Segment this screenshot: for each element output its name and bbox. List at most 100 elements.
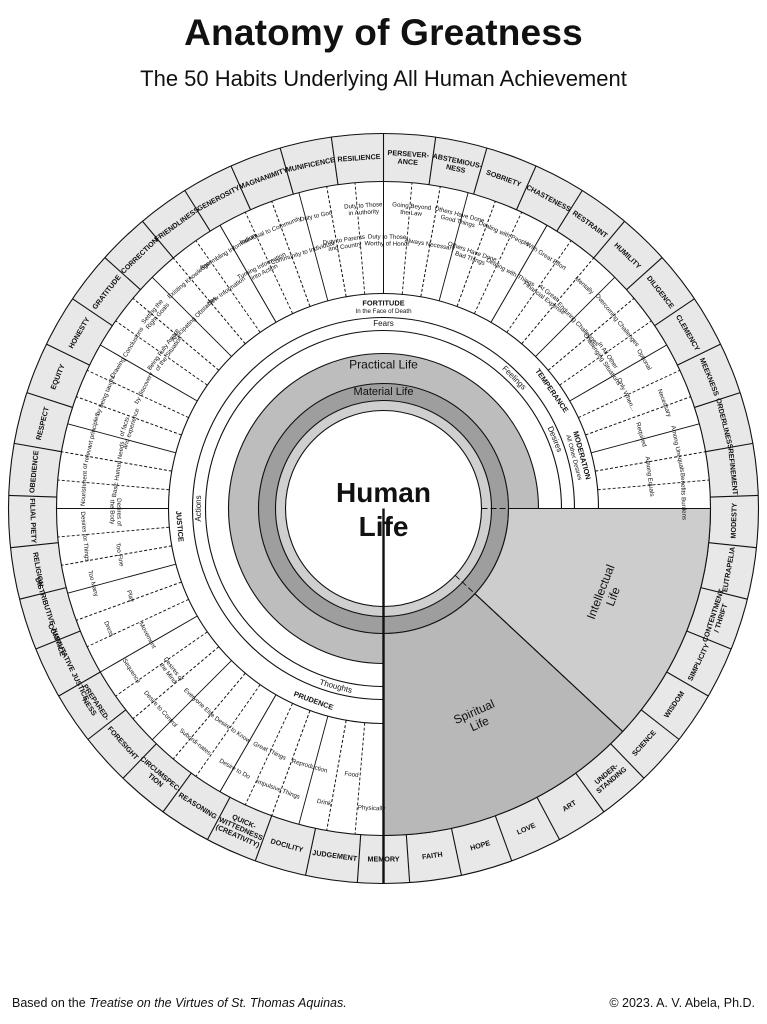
outer-divider <box>708 542 757 549</box>
virtue-label-line: MODESTY <box>729 503 739 539</box>
center-label-human: Human <box>336 477 431 508</box>
middle-divider <box>67 563 176 594</box>
habit-label: Drink <box>316 798 332 808</box>
outer-divider <box>230 165 251 210</box>
habit-label-line: the Body <box>108 500 115 525</box>
middle-divider <box>195 684 261 777</box>
page-subtitle: The 50 Habits Underlying All Human Achie… <box>140 66 627 91</box>
middle-divider <box>115 320 208 386</box>
outer-divider <box>710 494 759 498</box>
spiritual-life-sector <box>382 592 624 837</box>
middle-divider <box>76 396 182 436</box>
middle-divider <box>547 297 635 371</box>
middle-divider <box>132 646 220 720</box>
middle-divider <box>115 631 208 697</box>
habit-label-line: Food <box>344 770 359 779</box>
virtue-label: MEMORY <box>367 854 399 863</box>
outer-divider <box>686 630 732 650</box>
middle-divider <box>298 192 329 301</box>
faculty-label: Actions <box>194 495 203 521</box>
outer-divider <box>536 796 561 840</box>
outer-divider <box>72 298 113 327</box>
middle-divider <box>420 186 441 297</box>
virtue-label: RESILIENCE <box>337 152 381 164</box>
middle-divider <box>76 581 182 621</box>
virtue-label: PERSEVER-ANCE <box>387 148 430 167</box>
outer-divider <box>122 743 157 779</box>
middle-divider <box>219 225 277 323</box>
outer-divider <box>206 796 231 840</box>
intellectual-spiritual-boundary <box>454 575 623 732</box>
middle-divider <box>271 710 311 816</box>
outer-divider <box>58 671 101 697</box>
virtue-label: MODESTY <box>729 503 739 539</box>
outer-divider <box>694 392 741 408</box>
outer-divider <box>494 815 513 862</box>
habit-label-line: Going Beyond <box>392 201 432 212</box>
outer-divider <box>575 772 605 813</box>
middle-divider <box>244 703 294 806</box>
outer-divider <box>556 190 583 232</box>
middle-divider <box>506 240 572 333</box>
middle-divider <box>354 182 366 295</box>
outer-divider <box>104 257 141 291</box>
outer-divider <box>8 494 57 498</box>
habit-label: Benefits Burdens <box>679 473 688 520</box>
middle-divider <box>559 320 652 386</box>
outer-divider <box>304 828 317 876</box>
intellectual-life-label-line: Life <box>603 585 623 608</box>
middle-divider <box>456 201 496 307</box>
middle-divider <box>585 396 691 436</box>
middle-divider <box>401 182 413 295</box>
footer-copyright: © 2023. A. V. Abela, Ph.D. <box>609 996 755 1010</box>
cardinal-virtue-label-line: FORTITUDE <box>362 298 404 307</box>
virtue-label-line: MEMORY <box>367 854 399 863</box>
virtue-label-line: ANCE <box>397 157 418 167</box>
virtue-label-line: OBEDIENCE <box>27 450 40 494</box>
outer-divider <box>610 743 645 779</box>
virtue-label: OBEDIENCE <box>27 450 40 494</box>
middle-divider <box>569 344 667 402</box>
habit-label: Play <box>125 589 136 604</box>
middle-divider <box>172 257 246 345</box>
virtue-label-line: FILIAL PIETY <box>28 498 39 543</box>
cardinal-virtue-label: JUSTICE <box>174 510 186 542</box>
outer-divider <box>405 834 411 883</box>
outer-divider <box>142 220 174 259</box>
practical-life-label-line: Practical Life <box>349 358 418 372</box>
middle-divider <box>151 660 232 741</box>
middle-divider <box>535 276 616 357</box>
virtue-label-line: FAITH <box>421 850 443 862</box>
outer-divider <box>705 442 753 453</box>
outer-divider <box>184 190 211 232</box>
outer-divider <box>14 442 62 453</box>
habit-label-line: Among Equals <box>644 456 656 497</box>
habit-label: Nourishment <box>80 471 89 507</box>
middle-divider <box>172 672 246 760</box>
habit-label-line: Duty to Those <box>344 201 383 211</box>
practical-life-label: Practical Life <box>349 358 418 372</box>
outer-divider <box>330 137 339 185</box>
outer-divider <box>26 392 73 408</box>
outer-divider <box>700 587 748 600</box>
outer-divider <box>279 147 294 195</box>
virtue-label-line: PERSEVER- <box>387 148 430 160</box>
habit-label: Food <box>344 770 359 779</box>
cardinal-virtue-label: FORTITUDE <box>362 298 404 307</box>
middle-divider <box>132 297 220 371</box>
outer-divider <box>593 220 625 259</box>
habit-label-line: Duty to Those <box>368 233 407 241</box>
habit-label: Among Equals <box>644 456 656 497</box>
outer-divider <box>356 834 362 883</box>
middle-divider <box>244 211 294 314</box>
outer-divider <box>87 709 127 740</box>
outer-divider <box>428 137 437 185</box>
middle-divider <box>151 276 232 357</box>
virtue-label-line: RESILIENCE <box>337 152 381 164</box>
faculty-label-line: Actions <box>194 495 203 521</box>
middle-divider <box>438 192 469 301</box>
center-label-life: Life <box>359 511 409 542</box>
outer-divider <box>10 542 59 549</box>
